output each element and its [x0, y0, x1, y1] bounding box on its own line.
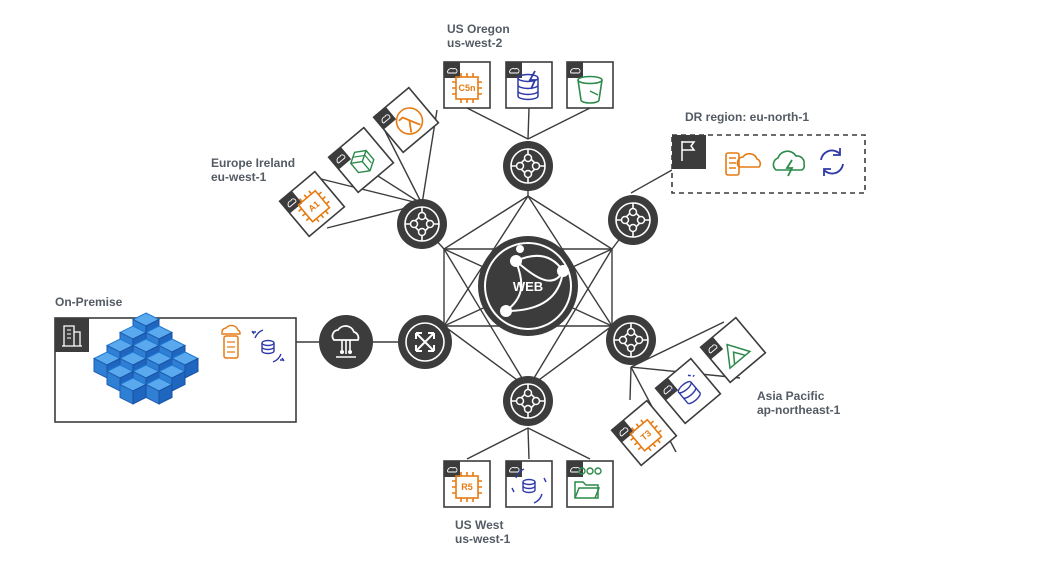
on-premise-box	[54, 312, 297, 423]
region-code: us-west-2	[447, 36, 503, 50]
region-name: US Oregon	[447, 22, 510, 36]
ec2-a1-icon: A1	[278, 170, 346, 238]
web-hub: WEB	[478, 236, 578, 336]
ec2-t3-icon: T3	[610, 399, 678, 467]
label-asia-pacific: Asia Pacific ap-northeast-1	[757, 389, 840, 417]
router-eu-ireland	[396, 198, 448, 250]
building-icon	[55, 318, 89, 352]
database-icon	[654, 357, 722, 425]
s3-bucket-icon	[566, 61, 614, 109]
efs-folder-icon	[566, 460, 614, 508]
label-eu-ireland: Europe Ireland eu-west-1	[211, 156, 295, 184]
cube-face	[158, 383, 173, 405]
region-name: DR region: eu-north-1	[685, 110, 809, 124]
region-code: us-west-1	[455, 532, 511, 546]
sync-icon	[820, 148, 844, 176]
c5n-label: C5n	[458, 83, 475, 93]
label-us-west: US West us-west-1	[455, 518, 510, 546]
cubes-icon	[92, 312, 200, 405]
cube-face	[132, 383, 147, 405]
label-dr-region: DR region: eu-north-1	[685, 110, 809, 124]
dynamodb-icon	[505, 61, 553, 109]
storage-gateway-icon	[725, 152, 762, 176]
us-west-services: R5	[443, 460, 614, 508]
label-us-oregon: US Oregon us-west-2	[447, 22, 510, 50]
region-code: eu-west-1	[211, 170, 267, 184]
region-name: Europe Ireland	[211, 156, 296, 170]
database-migration-icon	[251, 329, 285, 363]
r5-label: R5	[461, 482, 473, 492]
eu-ireland-services: A1	[278, 86, 440, 238]
database-migration-icon	[505, 460, 553, 508]
region-name: Asia Pacific	[757, 389, 825, 403]
us-oregon-services: C5n	[443, 61, 614, 109]
router-dr	[607, 194, 659, 246]
region-name: On-Premise	[55, 295, 123, 309]
ec2-c5n-icon: C5n	[443, 61, 491, 109]
dr-region-box	[671, 134, 866, 194]
label-on-premise: On-Premise	[55, 295, 122, 309]
region-name: US West	[455, 518, 504, 532]
ec2-r5-icon: R5	[443, 460, 491, 508]
asia-pacific-services: T3	[610, 316, 767, 467]
snowball-icon	[327, 126, 395, 194]
region-code: ap-northeast-1	[757, 403, 841, 417]
flag-icon	[672, 135, 706, 169]
lambda-icon	[372, 86, 440, 154]
router-asia-pacific	[605, 314, 657, 366]
hub-label: WEB	[513, 279, 543, 294]
mountain-icon	[699, 316, 767, 384]
router-us-oregon	[502, 140, 554, 192]
server-cloud-icon	[221, 324, 241, 359]
router-us-west	[502, 375, 554, 427]
transit-router-icon	[398, 315, 452, 369]
cloud-gateway-icon	[319, 315, 373, 369]
cloud-lambda-icon	[772, 150, 806, 177]
